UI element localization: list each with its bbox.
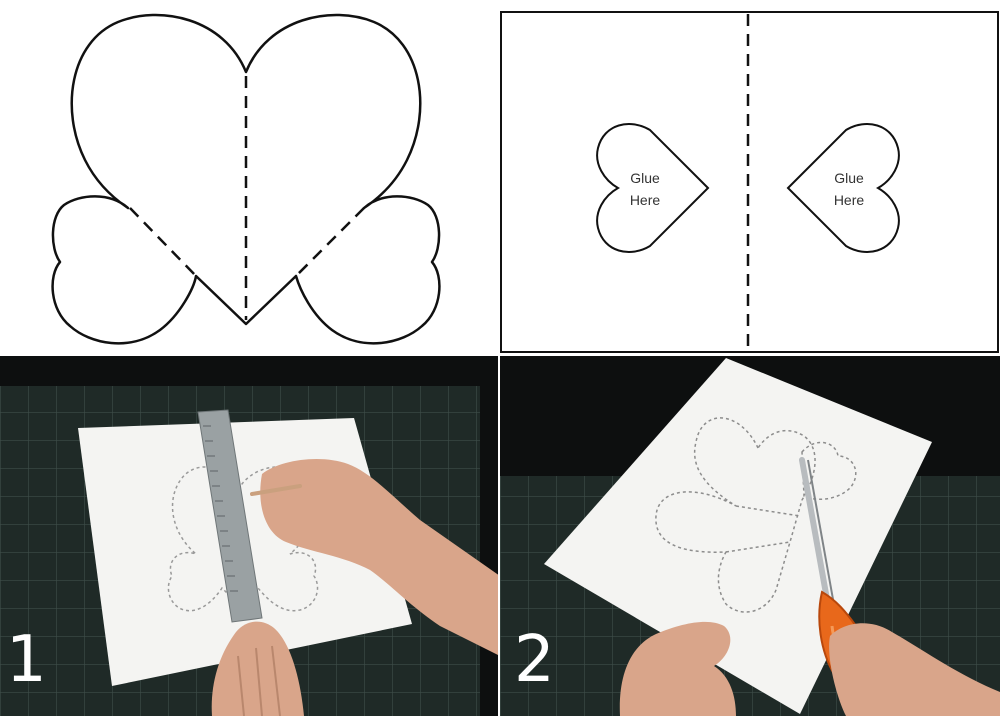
- paper-heart-trace: [167, 466, 319, 612]
- left-hand-2: [619, 621, 736, 716]
- fold-line-right: [295, 207, 365, 277]
- fold-line-left: [129, 207, 197, 277]
- right-hand: [260, 459, 500, 656]
- paper-side-heart-2: [801, 441, 857, 501]
- scissors-blade: [799, 457, 833, 619]
- card-drawing: Glue Here Glue Here: [500, 11, 999, 353]
- step1-illustration: [0, 386, 500, 716]
- right-hand-2: [829, 623, 1000, 716]
- card-border: [500, 11, 999, 353]
- paper-heart-trace-2: [655, 417, 816, 613]
- stylus: [250, 484, 302, 496]
- heart-template-drawing: [51, 13, 441, 345]
- template-panel: [0, 0, 500, 356]
- step2-photo: 2: [500, 356, 1000, 716]
- card-panel: Glue Here Glue Here: [500, 0, 1000, 356]
- step-number-2: 2: [514, 623, 555, 697]
- glue-label-left-line2: Here: [630, 192, 661, 208]
- metal-ruler: [197, 409, 263, 623]
- glue-heart-left: [596, 123, 710, 253]
- glue-heart-right: [786, 123, 900, 253]
- step1-photo: 1: [0, 356, 500, 716]
- step2-illustration: [500, 358, 1000, 716]
- step-number-1: 1: [6, 623, 47, 697]
- glue-label-right-line2: Here: [834, 192, 865, 208]
- glue-label-right-line1: Glue: [834, 170, 864, 186]
- glue-label-left-line1: Glue: [630, 170, 660, 186]
